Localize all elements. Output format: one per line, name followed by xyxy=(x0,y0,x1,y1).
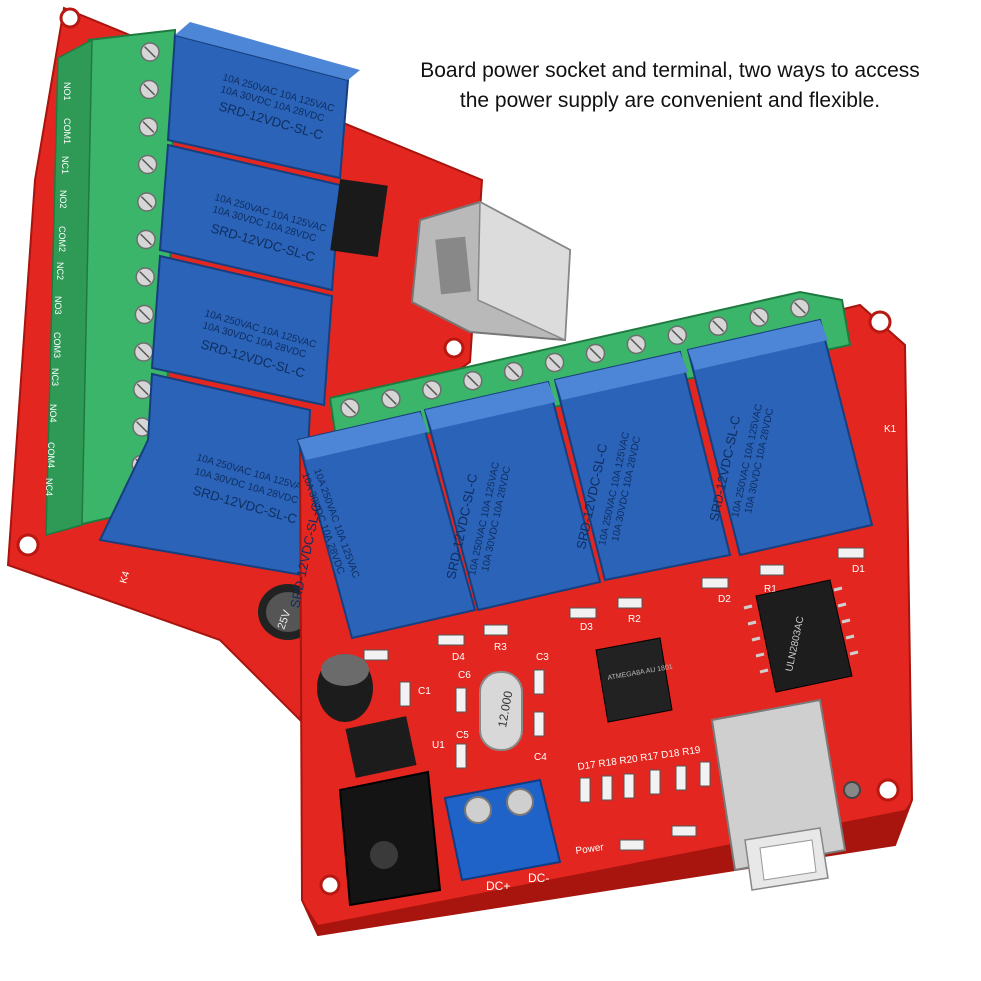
front-relay: SRD-12VDC-SL-C 10A 250VAC 10A 125VAC 10A… xyxy=(553,350,732,582)
terminal-screw xyxy=(140,42,160,62)
silk-label: C3 xyxy=(536,652,549,663)
back-usb-port xyxy=(410,200,572,342)
silk-label: D3 xyxy=(580,622,593,633)
terminal-screw xyxy=(137,192,157,212)
back-relay: 10A 250VAC 10A 125VAC 10A 30VDC 10A 28VD… xyxy=(98,372,312,577)
terminal-screw xyxy=(139,79,159,100)
silk-label: Power xyxy=(575,842,605,857)
terminal-screw xyxy=(381,389,401,409)
back-pin-label: COM3 xyxy=(52,332,62,358)
back-pin-label: NO4 xyxy=(48,404,58,423)
crystal-label: 12.000 xyxy=(495,690,515,729)
terminal-screw xyxy=(708,316,728,336)
silk-label: D4 xyxy=(452,652,465,663)
silk-label: C6 xyxy=(458,670,471,681)
terminal-screw xyxy=(422,380,442,400)
back-pin-label: COM4 xyxy=(46,442,56,468)
back-pin-label: COM1 xyxy=(62,118,72,144)
back-mount-hole xyxy=(443,337,465,359)
caption: Board power socket and terminal, two way… xyxy=(360,56,980,116)
dc-plus-label: DC+ xyxy=(486,879,510,893)
crystal-oscillator: 12.000 xyxy=(479,671,523,751)
mcu-chip: ATMEGA8A AU 1801 xyxy=(595,637,673,723)
back-relay: 10A 250VAC 10A 125VAC 10A 30VDC 10A 28VD… xyxy=(158,143,342,292)
front-usb-port xyxy=(710,698,861,891)
terminal-screw xyxy=(133,379,153,400)
back-pin-label: NC1 xyxy=(60,156,70,174)
front-pcb-edge xyxy=(302,800,912,935)
front-capacitor xyxy=(317,654,373,722)
back-relay: 10A 250VAC 10A 125VAC 10A 30VDC 10A 28VD… xyxy=(166,22,360,180)
terminal-screw xyxy=(134,304,155,325)
silk-label: C4 xyxy=(534,752,547,763)
silk-label: R3 xyxy=(494,642,507,653)
back-relay: 10A 250VAC 10A 125VAC 10A 30VDC 10A 28VD… xyxy=(150,254,334,407)
front-mount-hole xyxy=(876,778,900,802)
dc-screw-terminal: DC+ DC- xyxy=(443,778,562,893)
terminal-screw xyxy=(790,298,810,318)
terminal-screw xyxy=(136,229,156,250)
back-ic xyxy=(330,179,388,257)
terminal-screw xyxy=(667,325,688,346)
terminal-screw xyxy=(503,361,524,382)
silk-label: D1 xyxy=(852,564,865,575)
front-mount-hole xyxy=(868,310,892,334)
dc-minus-label: DC- xyxy=(528,871,549,885)
terminal-screw xyxy=(340,398,360,418)
terminal-screw xyxy=(137,154,158,175)
back-pin-label: NC3 xyxy=(50,368,60,386)
driver-chip: ULN2803AC xyxy=(743,579,859,693)
silk-label: C5 xyxy=(456,730,469,741)
back-pin-label: COM2 xyxy=(57,226,67,252)
back-pin-label: NC2 xyxy=(55,262,65,280)
silk-label: U1 xyxy=(432,740,445,751)
terminal-screw xyxy=(138,117,159,137)
voltage-regulator xyxy=(345,716,417,778)
caption-line-1: Board power socket and terminal, two way… xyxy=(420,59,920,82)
back-pin-label: NO2 xyxy=(58,190,68,209)
terminal-screw xyxy=(585,343,606,364)
front-k-label: K1 xyxy=(884,424,897,435)
front-relay-board: 10A 250VAC 10A 125VAC 10A 30VDC 10A 28VD… xyxy=(287,290,914,937)
back-pin-label: NC4 xyxy=(44,478,54,496)
terminal-screw xyxy=(749,307,769,327)
smd-parts xyxy=(363,547,865,851)
terminal-screw xyxy=(133,342,154,362)
dc-barrel-jack xyxy=(338,770,442,907)
front-relay: SRD-12VDC-SL-C 10A 250VAC 10A 125VAC 10A… xyxy=(686,318,874,557)
caption-line-2: the power supply are convenient and flex… xyxy=(459,89,881,112)
silk-label: R1 xyxy=(764,584,777,595)
silk-label: R2 xyxy=(628,614,641,625)
terminal-screw xyxy=(626,334,647,355)
front-relay: SRD-12VDC-SL-C 10A 250VAC 10A 125VAC 10A… xyxy=(423,380,602,612)
back-pin-label: NO3 xyxy=(53,296,63,315)
back-relay-board: NO1 COM1 NC1 NO2 COM2 NC2 NO3 COM3 NC3 N… xyxy=(6,6,572,723)
back-mount-hole xyxy=(16,533,40,557)
back-mount-hole xyxy=(59,7,81,29)
terminal-screw xyxy=(132,417,152,437)
terminal-screw xyxy=(135,267,155,287)
silk-label: C1 xyxy=(418,686,431,697)
silk-label: D2 xyxy=(718,594,731,605)
front-mount-hole xyxy=(319,874,341,896)
back-pin-label: NO1 xyxy=(62,82,72,101)
terminal-screw xyxy=(462,370,483,391)
back-k-label: K4 xyxy=(118,570,132,585)
back-terminal-front xyxy=(45,38,93,536)
terminal-screw xyxy=(544,352,565,373)
